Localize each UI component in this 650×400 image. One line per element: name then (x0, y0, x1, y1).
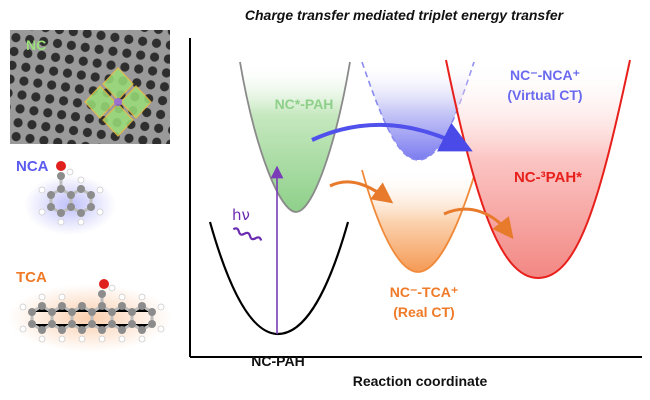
nca-molecule-icon (24, 161, 116, 235)
photon-wave-icon (232, 227, 263, 241)
virtual-ct-sublabel: (Virtual CT) (507, 87, 582, 103)
ground-state-label: NC-PAH (251, 353, 304, 369)
photon-label: hν (232, 206, 250, 224)
virtual-ct-well-fill (362, 62, 474, 160)
real-ct-sublabel: (Real CT) (393, 304, 454, 320)
to-triplet-arrow (443, 207, 514, 240)
lattice-overlay-icon (84, 67, 152, 137)
real-ct-label: NC⁻-TCA⁺ (390, 284, 458, 300)
nc-label: NC (26, 37, 46, 53)
to-real-ct-arrow (329, 180, 394, 204)
virtual-ct-label: NC⁻-NCA⁺ (510, 67, 580, 83)
tca-molecule-icon (8, 279, 172, 352)
tem-image (10, 30, 170, 144)
ground-well (208, 221, 350, 336)
excited-state-label: NC*-PAH (275, 96, 334, 112)
x-axis-label: Reaction coordinate (353, 373, 488, 389)
diagram-title: Charge transfer mediated triplet energy … (245, 7, 565, 23)
tca-label: TCA (16, 269, 47, 286)
real-ct-well (361, 169, 477, 273)
nca-label: NCA (16, 158, 49, 175)
triplet-well (445, 59, 631, 280)
virtual-ct-arrow (311, 122, 473, 152)
excited-well-fill (240, 62, 350, 212)
triplet-well-fill (446, 60, 630, 278)
triplet-state-label: NC-³PAH* (514, 169, 582, 186)
excited-well (239, 61, 351, 213)
